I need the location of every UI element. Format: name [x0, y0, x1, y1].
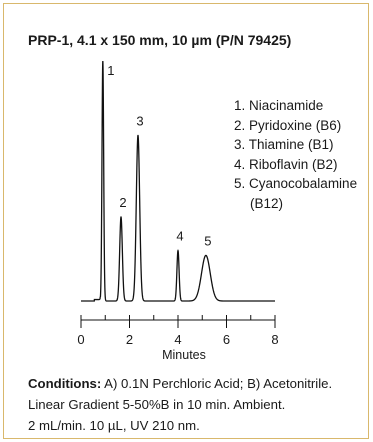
- conditions-line-3: 2 mL/min. 10 µL, UV 210 nm.: [28, 418, 200, 433]
- conditions-label: Conditions:: [28, 376, 102, 391]
- x-tick-label: 6: [223, 332, 230, 347]
- legend-item: 2. Pyridoxine (B6): [234, 117, 342, 133]
- legend-item: 4. Riboflavin (B2): [234, 156, 338, 172]
- peak-label: 5: [204, 233, 211, 248]
- conditions-line-2: Linear Gradient 5-50%B in 10 min. Ambien…: [28, 397, 286, 412]
- legend: 1. Niacinamide 2. Pyridoxine (B6) 3. Thi…: [234, 96, 357, 213]
- legend-item: 1. Niacinamide: [234, 98, 324, 113]
- x-axis-label: Minutes: [162, 348, 206, 362]
- conditions-text: Conditions: A) 0.1N Perchloric Acid; B) …: [28, 373, 368, 436]
- chart-title: PRP-1, 4.1 x 150 mm, 10 µm (P/N 79425): [28, 32, 292, 48]
- chromatogram-trace: [81, 60, 275, 302]
- legend-item: 3. Thiamine (B1): [234, 137, 334, 152]
- chart-panel: PRP-1, 4.1 x 150 mm, 10 µm (P/N 79425) 1…: [3, 3, 369, 439]
- x-tick-label: 4: [174, 332, 181, 347]
- x-tick-label: 8: [271, 332, 278, 347]
- peak-label: 4: [176, 229, 183, 244]
- legend-item: 5. Cyanocobalamine: [234, 176, 358, 191]
- legend-item: (B12): [250, 195, 284, 211]
- x-tick-label: 2: [126, 332, 133, 347]
- peak-label: 1: [107, 63, 114, 78]
- peak-label: 3: [136, 113, 143, 128]
- conditions-line-1: A) 0.1N Perchloric Acid; B) Acetonitrile…: [101, 376, 333, 391]
- peak-label: 2: [119, 195, 126, 210]
- x-tick-label: 0: [77, 332, 84, 347]
